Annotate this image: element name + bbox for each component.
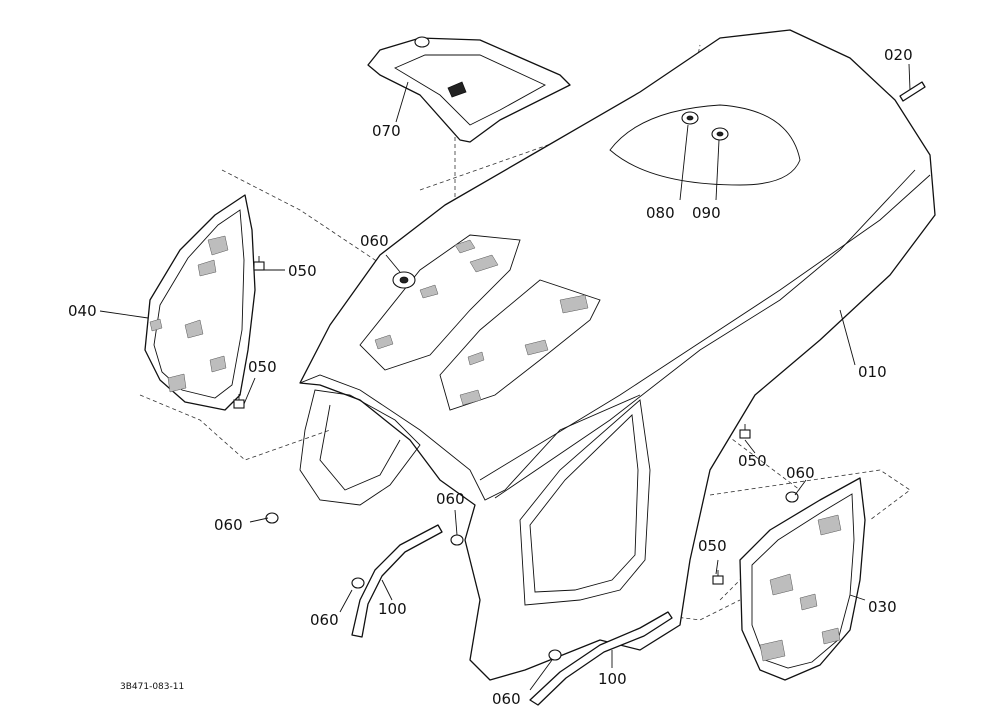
- label-060-bottom: 060: [492, 690, 521, 708]
- edge-trim-100-right: [529, 611, 673, 706]
- fastener-080: [681, 111, 699, 125]
- label-070: 070: [372, 122, 401, 140]
- pin-020: [899, 81, 926, 102]
- label-060-center: 060: [436, 490, 465, 508]
- label-100-left: 100: [378, 600, 407, 618]
- edge-trim-100-left: [351, 524, 443, 638]
- bolt-050-right-top: [739, 424, 751, 439]
- label-050-left-bottom: 050: [248, 358, 277, 376]
- nut-060-bottom: [548, 649, 562, 661]
- drawing-code: 3B471-083-11: [120, 682, 184, 692]
- leader-lines: [99, 63, 911, 691]
- label-080: 080: [646, 204, 675, 222]
- label-050-right-top: 050: [738, 452, 767, 470]
- label-090: 090: [692, 204, 721, 222]
- label-050-left-top: 050: [288, 262, 317, 280]
- label-060-top: 060: [360, 232, 389, 250]
- side-panel-040: [144, 194, 256, 411]
- label-060-right: 060: [786, 464, 815, 482]
- label-060-left-mid: 060: [214, 516, 243, 534]
- fastener-090: [711, 127, 729, 141]
- label-100-right: 100: [598, 670, 627, 688]
- top-vent-cover-070: [367, 36, 571, 143]
- bolt-050-left-top: [253, 256, 265, 271]
- label-020: 020: [884, 46, 913, 64]
- side-panel-030: [739, 477, 866, 681]
- label-030: 030: [868, 598, 897, 616]
- label-050-right-bottom: 050: [698, 537, 727, 555]
- hood-vent-mesh: [374, 239, 589, 406]
- bolt-050-right-bottom: [712, 570, 724, 585]
- callout-labels: 070 020 080 090 060 050 040 050 010 050 …: [68, 46, 913, 708]
- nut-060-center: [450, 534, 464, 546]
- label-060-left-bottom: 060: [310, 611, 339, 629]
- hood-main-body: [299, 29, 936, 681]
- label-040: 040: [68, 302, 97, 320]
- label-010: 010: [858, 363, 887, 381]
- nut-060-left-bottom: [351, 577, 365, 589]
- hood-grommet: [392, 271, 416, 289]
